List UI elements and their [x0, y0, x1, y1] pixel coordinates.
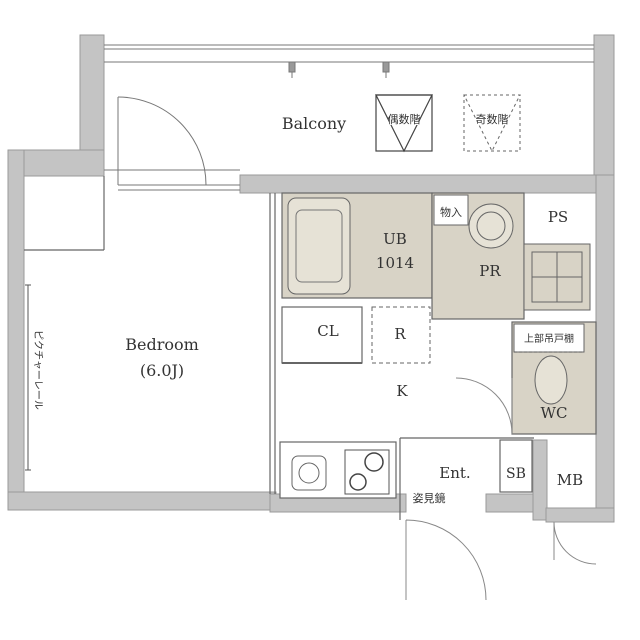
- even-floor-hatch: 偶数階: [375, 94, 433, 153]
- shoe-box-label: SB: [506, 466, 526, 482]
- toilet-room: [511, 321, 597, 435]
- meter-box-label: MB: [557, 471, 583, 489]
- bedroom-size-label: (6.0J): [140, 361, 184, 380]
- unit-bath-label: UB: [383, 230, 407, 248]
- picture-rail: [25, 284, 31, 471]
- odd-floor-label: 奇数階: [476, 112, 509, 126]
- balcony-railing: [104, 44, 594, 171]
- balcony-label: Balcony: [282, 114, 346, 133]
- mirror-label: 姿見鏡: [413, 491, 446, 505]
- picture-rail-label: ピクチャーレール: [32, 330, 44, 410]
- kitchen-counter: [279, 441, 397, 499]
- entrance-outline: [399, 377, 597, 601]
- powder-room-label: PR: [479, 262, 501, 280]
- unit-bath: [281, 192, 433, 299]
- wc-cabinet-label: 上部吊戸棚: [524, 332, 574, 345]
- pipe-space-label: PS: [548, 208, 568, 226]
- bedroom-label: Bedroom: [125, 335, 199, 354]
- entrance-label: Ent.: [439, 464, 470, 482]
- storage-closet: [433, 194, 469, 226]
- closet-cl: [281, 306, 363, 364]
- fridge-space: [371, 306, 431, 364]
- even-floor-label: 偶数階: [388, 112, 421, 126]
- kitchen-label: K: [396, 382, 408, 400]
- storage-label: 物入: [440, 205, 462, 219]
- balcony-door: [117, 96, 240, 191]
- odd-floor-hatch: 奇数階: [463, 94, 521, 153]
- unit-bath-size-label: 1014: [376, 254, 414, 272]
- fridge-label: R: [394, 325, 406, 343]
- toilet-label: WC: [541, 404, 568, 422]
- bedroom-outline: [24, 176, 276, 494]
- closet-label: CL: [317, 322, 338, 340]
